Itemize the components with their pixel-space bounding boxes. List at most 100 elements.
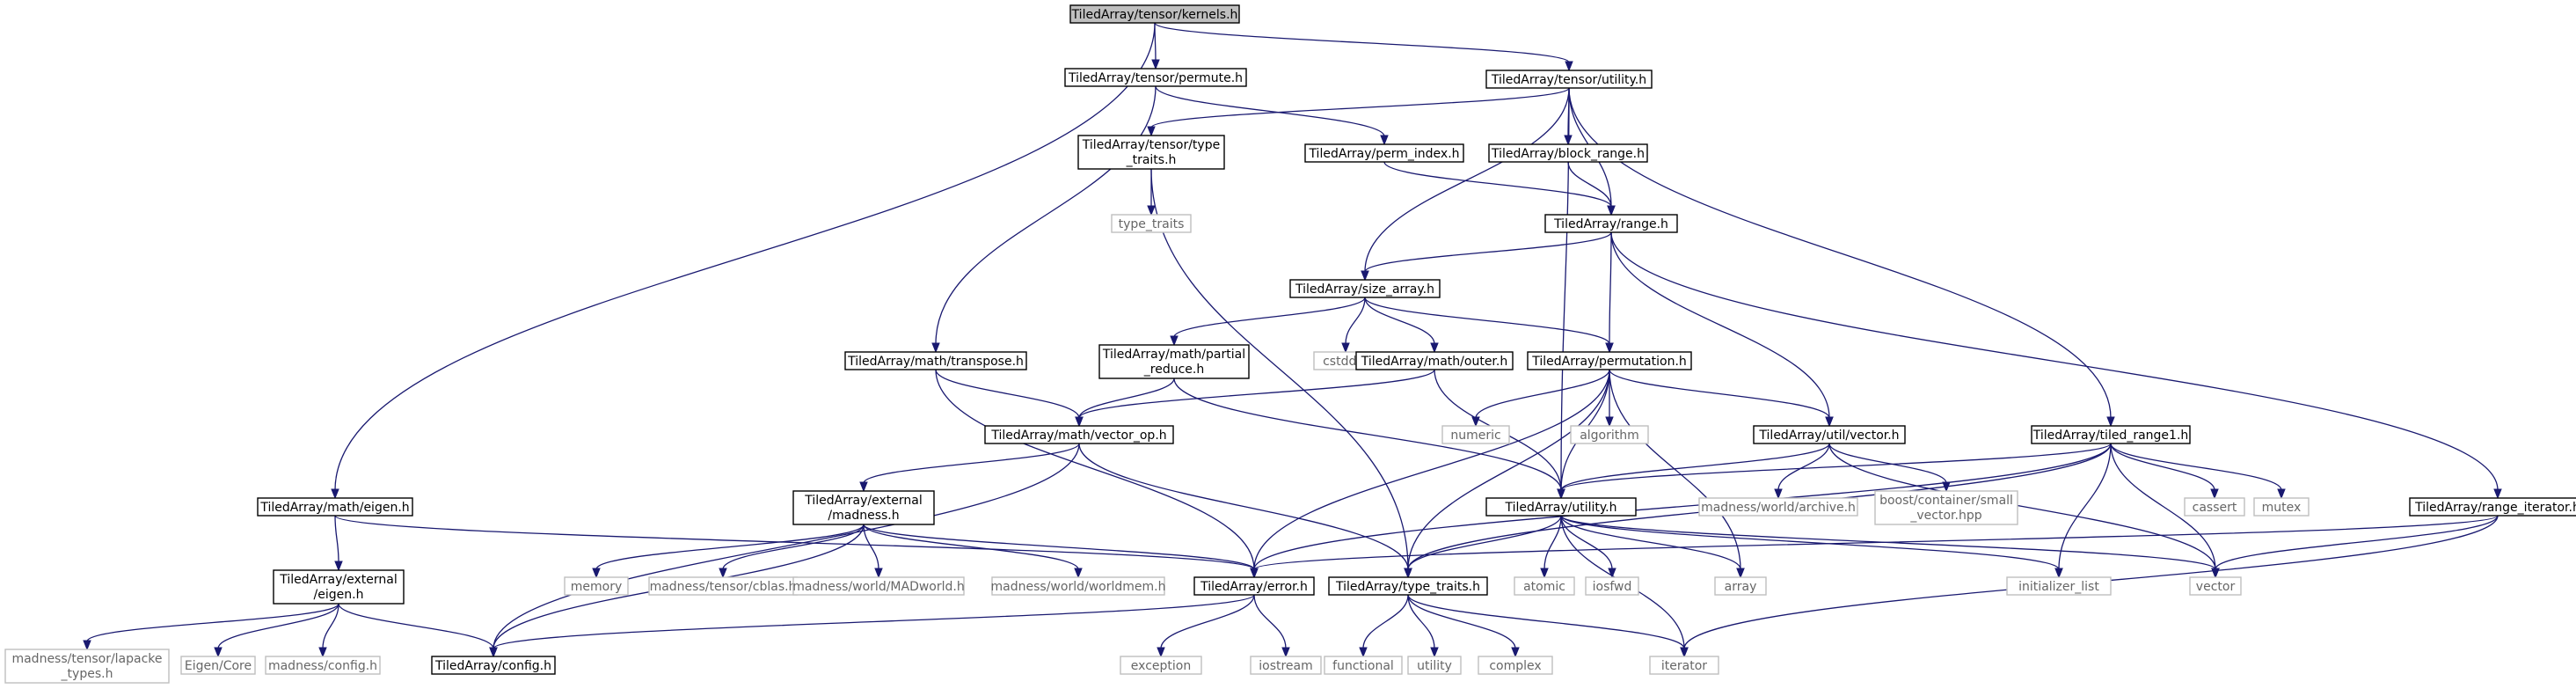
node-uvector[interactable]: TiledArray/util/vector.h: [1753, 425, 1906, 444]
edge-line: [1609, 231, 1612, 345]
edge-autility-to-atomic: [1540, 515, 1562, 579]
node-label: array: [1725, 580, 1757, 594]
edge-meigen-to-error: [334, 515, 1259, 579]
node-label: TiledArray/math/vector_op.h: [990, 429, 1166, 443]
node-sizearray[interactable]: TiledArray/size_array.h: [1289, 279, 1441, 298]
node-box: [2189, 576, 2242, 596]
edge-autility-to-iosfwd: [1560, 515, 1616, 579]
edge-line: [935, 85, 1157, 345]
node-smallvec: boost/container/small_vector.hpp: [1874, 490, 2018, 525]
node-eeigen[interactable]: TiledArray/external/eigen.h: [273, 569, 405, 605]
edge-line: [334, 515, 1255, 570]
node-permute[interactable]: TiledArray/tensor/permute.h: [1064, 68, 1247, 87]
edge-vectorop-to-emadness: [859, 443, 1080, 493]
node-error[interactable]: TiledArray/error.h: [1193, 576, 1315, 596]
node-cassert: cassert: [2184, 497, 2245, 517]
node-label: TiledArray/range.h: [1553, 217, 1668, 231]
edge-arrowhead: [1157, 647, 1165, 658]
edge-permutation-to-uvector: [1609, 369, 1834, 428]
edge-line: [1407, 594, 1435, 649]
edge-arrowhead: [1680, 647, 1689, 658]
edge-arrowhead: [2277, 488, 2286, 500]
edge-line: [1364, 297, 1610, 345]
edge-autility-to-array: [1560, 515, 1745, 579]
edge-line: [1828, 443, 2216, 570]
node-label: utility: [1417, 659, 1452, 673]
node-outer[interactable]: TiledArray/math/outer.h: [1355, 351, 1514, 370]
edge-meigen-to-eeigen: [334, 515, 343, 572]
node-box: [1478, 656, 1553, 675]
edge-permute-to-transpose: [931, 85, 1157, 354]
node-label: atomic: [1523, 580, 1565, 594]
node-label: _types.h: [61, 667, 113, 681]
edge-emadness-to-error: [863, 524, 1259, 579]
edge-arrowhead: [1430, 647, 1439, 658]
edge-eeigen-to-eigencore: [214, 603, 339, 658]
node-label: iostream: [1259, 659, 1313, 673]
edge-line: [1364, 297, 1435, 345]
edge-arrowhead: [1607, 205, 1616, 216]
node-vectorop[interactable]: TiledArray/math/vector_op.h: [984, 425, 1174, 444]
edge-transpose-to-vectorop: [935, 369, 1084, 428]
node-box: [1485, 497, 1637, 517]
edge-arrowhead: [1341, 342, 1350, 354]
node-label: functional: [1332, 659, 1394, 673]
edge-arrowhead: [1380, 135, 1389, 146]
node-label: TiledArray/math/partial: [1102, 348, 1245, 362]
edge-line: [1560, 443, 1830, 491]
edge-arrowhead: [1361, 270, 1369, 282]
node-box: [257, 497, 413, 517]
edge-eeigen-to-lapacke: [83, 603, 339, 651]
edge-atypetraits-to-utilitysys: [1407, 594, 1439, 658]
edge-range-to-permutation: [1605, 231, 1614, 354]
node-label: madness/world/archive.h: [1701, 501, 1856, 515]
edge-arrowhead: [1075, 416, 1084, 428]
edge-arrowhead: [318, 647, 327, 658]
node-label: complex: [1489, 659, 1541, 673]
node-box: [1324, 656, 1403, 675]
node-box: [2006, 576, 2112, 596]
edge-line: [863, 443, 1080, 484]
node-config[interactable]: TiledArray/config.h: [431, 656, 556, 675]
edge-eeigen-to-config: [338, 603, 498, 658]
node-kernels[interactable]: TiledArray/tensor/kernels.h: [1069, 4, 1240, 24]
node-atomic: atomic: [1514, 576, 1575, 596]
edge-error-to-exception: [1157, 594, 1255, 658]
edge-line: [1173, 377, 1562, 491]
node-autility[interactable]: TiledArray/utility.h: [1485, 497, 1637, 517]
node-tiledrange1[interactable]: TiledArray/tiled_range1.h: [2031, 425, 2191, 444]
node-box: [1488, 143, 1648, 163]
node-range[interactable]: TiledArray/range.h: [1544, 214, 1678, 233]
node-tutility[interactable]: TiledArray/tensor/utility.h: [1485, 70, 1653, 89]
edge-arrowhead: [1430, 342, 1439, 354]
edge-line: [2110, 443, 2215, 491]
node-permutation[interactable]: TiledArray/permutation.h: [1527, 351, 1692, 370]
node-label: TiledArray/tiled_range1.h: [2032, 429, 2189, 443]
node-ttraits[interactable]: TiledArray/tensor/type_traits.h: [1077, 135, 1225, 170]
node-box: [1304, 143, 1464, 163]
node-box: [792, 576, 965, 596]
node-permindex[interactable]: TiledArray/perm_index.h: [1304, 143, 1464, 163]
edge-line: [1078, 443, 1409, 570]
node-label: _reduce.h: [1143, 363, 1204, 377]
node-emadness[interactable]: TiledArray/external/madness.h: [792, 490, 935, 525]
node-label: TiledArray/perm_index.h: [1308, 147, 1459, 161]
node-mutex: mutex: [2253, 497, 2310, 517]
node-partial[interactable]: TiledArray/math/partial_reduce.h: [1098, 344, 1250, 379]
node-atypetraits[interactable]: TiledArray/type_traits.h: [1328, 576, 1488, 596]
edge-arrowhead: [2106, 416, 2115, 428]
node-meigen[interactable]: TiledArray/math/eigen.h: [257, 497, 413, 517]
edge-kernels-to-permute: [1151, 22, 1160, 70]
node-transpose[interactable]: TiledArray/math/transpose.h: [844, 351, 1027, 370]
node-functional: functional: [1324, 656, 1403, 675]
node-label: boost/container/small: [1879, 494, 2013, 508]
node-rangeiter[interactable]: TiledArray/range_iterator.h: [2409, 497, 2576, 517]
edge-arrowhead: [1471, 416, 1480, 428]
node-blockrange[interactable]: TiledArray/block_range.h: [1488, 143, 1648, 163]
node-box: [2184, 497, 2245, 517]
node-box: [1514, 576, 1575, 596]
edge-arrowhead: [2211, 568, 2220, 579]
edge-arrowhead: [2054, 568, 2063, 579]
edge-line: [2058, 443, 2112, 570]
node-label: cassert: [2193, 501, 2237, 515]
